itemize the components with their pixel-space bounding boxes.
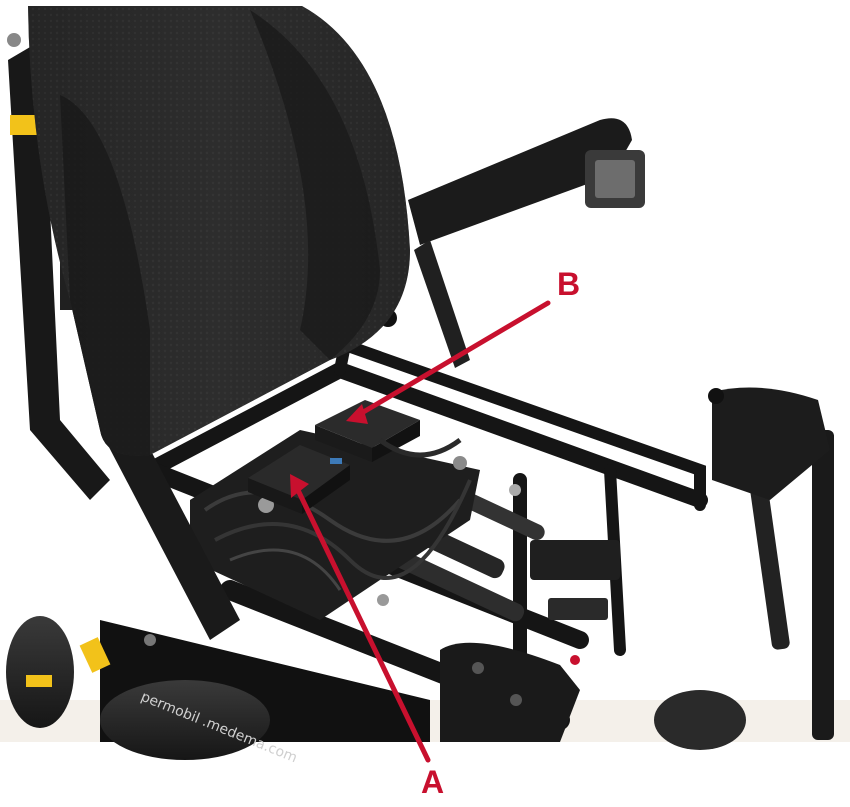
drive-base: permobil .medema.com	[6, 616, 746, 766]
module-b	[315, 400, 462, 462]
arrow-b-head	[346, 404, 368, 424]
drive-wheel	[100, 680, 270, 760]
arrow-b	[357, 300, 551, 417]
armrest	[379, 118, 645, 368]
callout-label-b: B	[557, 266, 581, 302]
callout-label-a: A	[421, 764, 445, 800]
leg-rest	[708, 387, 834, 740]
callout-arrows	[290, 300, 551, 763]
front-caster-left	[6, 616, 74, 728]
arrow-a-head	[290, 474, 309, 498]
arrow-a	[293, 483, 431, 763]
side-plate	[440, 642, 580, 742]
backrest	[28, 6, 410, 456]
rear-caster-right	[654, 690, 746, 750]
module-a	[248, 445, 350, 514]
